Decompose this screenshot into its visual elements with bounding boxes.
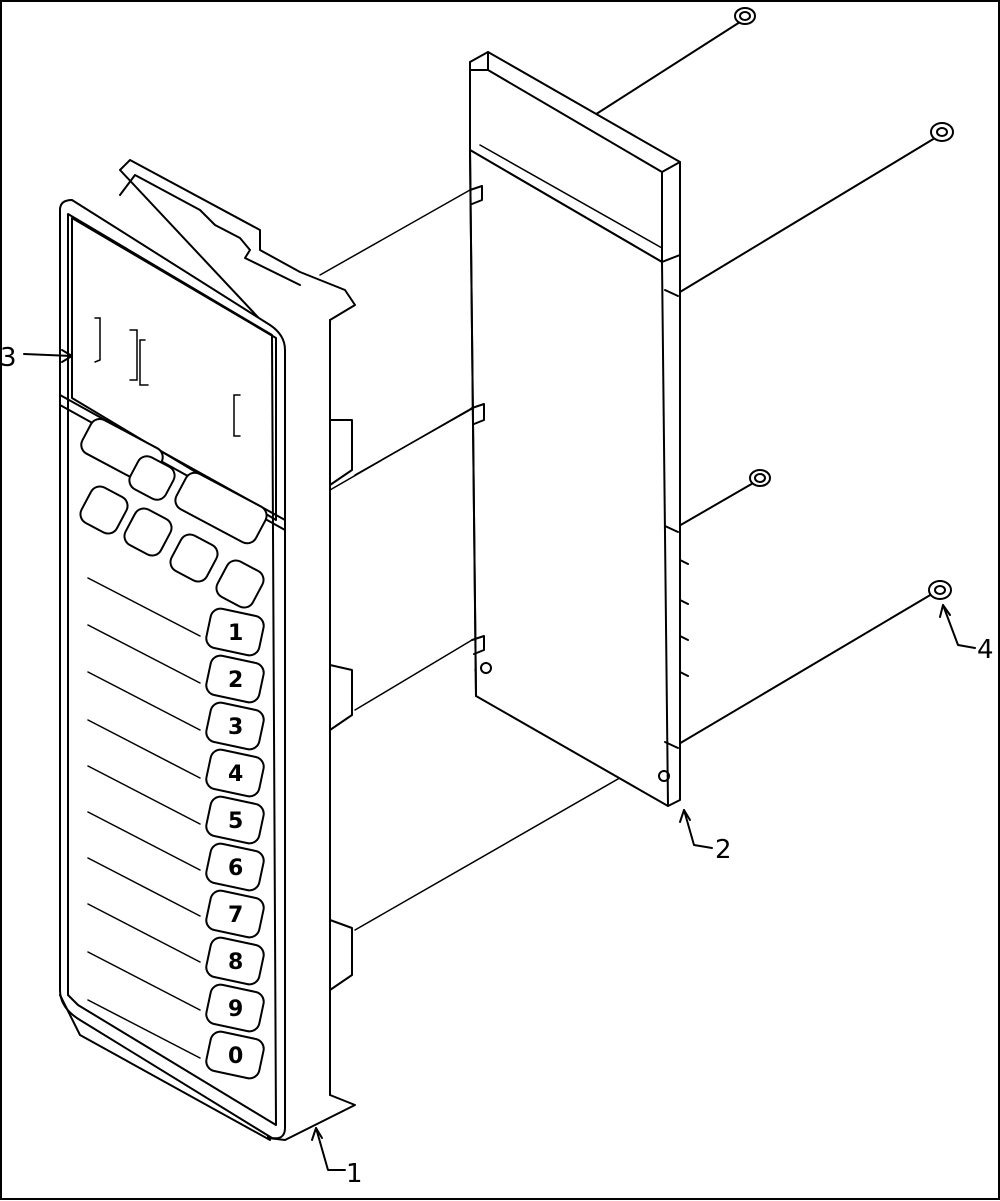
keypad-key-body xyxy=(205,701,265,751)
keypad-key-body xyxy=(205,889,265,939)
keypad-key-label: 8 xyxy=(228,950,243,975)
keypad-key-1: 1 xyxy=(205,607,265,657)
callout-3-label: 3 xyxy=(0,343,17,373)
keypad-key-body xyxy=(205,607,265,657)
keypad-key-label: 4 xyxy=(228,762,243,787)
screw-middle xyxy=(671,469,771,531)
keypad-key-5: 5 xyxy=(205,795,265,845)
mounting-plate xyxy=(469,51,689,807)
keypad-key-9: 9 xyxy=(205,983,265,1033)
screw-upper-right xyxy=(679,122,954,293)
keypad-key-label: 7 xyxy=(228,903,243,928)
callout-2: 2 xyxy=(679,809,732,865)
keypad-key-body xyxy=(205,795,265,845)
callout-2-label: 2 xyxy=(715,835,732,865)
keypad-key-label: 2 xyxy=(228,668,243,693)
keypad-key-label: 1 xyxy=(228,621,243,646)
keypad-key-8: 8 xyxy=(205,936,265,986)
keypad-key-body xyxy=(205,983,265,1033)
screw-lower-right xyxy=(671,580,952,749)
keypad-key-7: 7 xyxy=(205,889,265,939)
keypad-key-label: 9 xyxy=(228,997,243,1022)
callout-1: 1 xyxy=(311,1127,363,1189)
screw-top xyxy=(589,7,756,119)
keypad-key-body xyxy=(205,654,265,704)
keypad: 1 2 3 4 5 6 7 8 9 0 xyxy=(205,607,265,1080)
keypad-key-body xyxy=(205,1030,265,1080)
keypad-key-label: 3 xyxy=(228,715,243,740)
keypad-key-body xyxy=(205,748,265,798)
callout-4-label: 4 xyxy=(977,635,994,665)
keypad-key-3: 3 xyxy=(205,701,265,751)
keypad-key-body xyxy=(205,842,265,892)
keypad-key-6: 6 xyxy=(205,842,265,892)
callout-1-label: 1 xyxy=(346,1159,363,1189)
keypad-key-label: 6 xyxy=(228,856,243,881)
control-panel: 1 2 3 4 5 6 7 8 9 0 xyxy=(59,159,356,1141)
keypad-key-0: 0 xyxy=(205,1030,265,1080)
keypad-key-label: 5 xyxy=(228,809,243,834)
keypad-key-2: 2 xyxy=(205,654,265,704)
callout-4: 4 xyxy=(939,604,994,665)
keypad-key-body xyxy=(205,936,265,986)
keypad-key-4: 4 xyxy=(205,748,265,798)
keypad-key-label: 0 xyxy=(228,1044,243,1069)
callout-3: 3 xyxy=(0,343,73,373)
